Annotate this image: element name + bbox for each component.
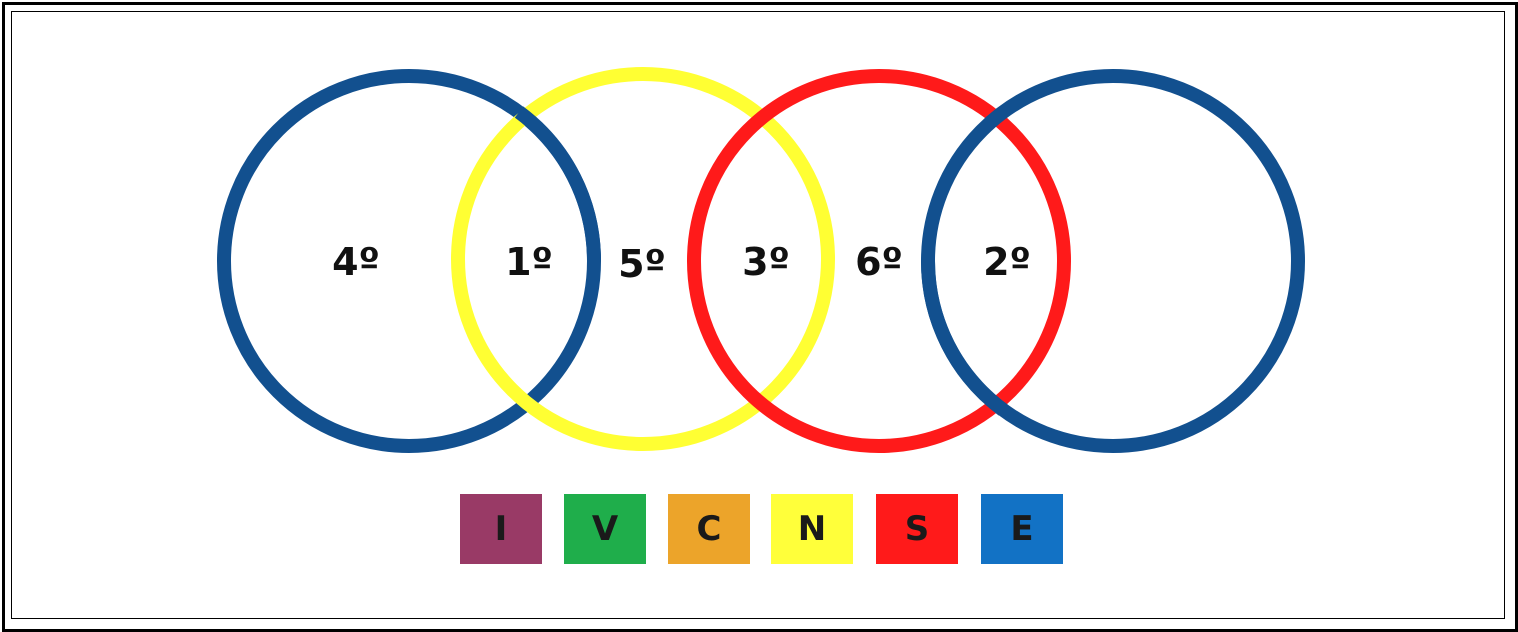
label-4: 4º [332, 240, 380, 284]
legend-box-c: C [668, 494, 750, 564]
legend-box-s: S [876, 494, 958, 564]
ring-red [687, 69, 1071, 453]
legend-letter-i: I [494, 509, 508, 549]
legend-letter-c: C [696, 509, 722, 549]
legend-letter-s: S [904, 509, 930, 549]
legend-letter-n: N [797, 509, 827, 549]
label-5: 5º [618, 242, 666, 286]
ring-blue-left-overlap-arc [514, 106, 602, 262]
legend-box-e: E [981, 494, 1063, 564]
label-3: 3º [742, 240, 790, 284]
legend-box-i: I [460, 494, 542, 564]
legend-letter-v: V [591, 509, 619, 549]
label-6: 6º [855, 240, 903, 284]
label-2: 2º [983, 240, 1031, 284]
inner-border [11, 11, 1505, 619]
legend-box-n: N [771, 494, 853, 564]
ring-blue-right-overlap-arc [920, 260, 1008, 416]
legend-letter-e: E [1010, 509, 1034, 549]
label-1: 1º [505, 240, 553, 284]
ring-yellow [451, 67, 835, 451]
legend-box-v: V [564, 494, 646, 564]
